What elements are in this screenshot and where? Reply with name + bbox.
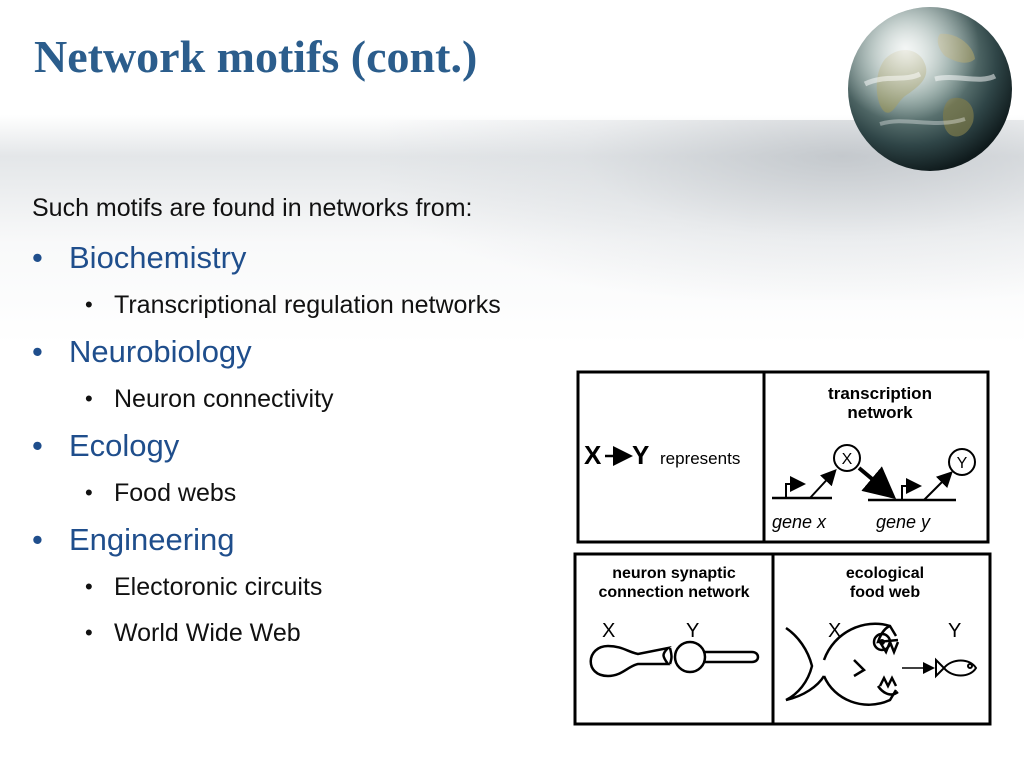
bullet-marker: • [85,574,93,599]
gene-y-product-arrow [923,471,953,501]
sub-bullet-transcriptional: • Transcriptional regulation networks [30,284,501,330]
bullet-label: Neurobiology [69,334,252,369]
ecology-panel [771,552,992,726]
sub-bullet-www: • World Wide Web [30,612,501,658]
bullet-marker: • [85,480,93,505]
bullet-list: • Biochemistry • Transcriptional regulatio… [30,236,501,658]
node-x-circle [833,444,861,472]
bullet-marker: • [32,334,43,369]
gene-x-product-arrow [809,469,837,499]
bullet-marker: • [32,522,43,557]
neuron-title-1: neuron synaptic [612,565,736,582]
bullet-neurobiology: • Neurobiology [30,330,501,378]
sub-bullet-food-webs: • Food webs [30,472,501,518]
sub-bullet-label: Electoronic circuits [114,573,323,601]
neuron-x-label: X [602,620,615,642]
neuron-y-label: Y [686,620,699,642]
bullet-marker: • [85,292,93,317]
bullet-ecology: • Ecology [30,424,501,472]
gene-x-promoter [785,476,806,498]
eco-title-1: ecological [846,565,924,582]
eco-y-label: Y [948,620,961,642]
bullet-marker: • [32,428,43,463]
bullet-label: Ecology [69,428,180,463]
node-y-label: Y [957,455,968,472]
small-fish-icon [935,657,978,679]
bullet-label: Engineering [69,522,235,557]
slide-title: Network motifs (cont.) [34,31,478,82]
neuron-y-body [673,640,707,674]
big-fish-icon [785,622,900,706]
neuron-title-2: connection network [598,584,749,601]
synapse [668,647,673,665]
bullet-biochemistry: • Biochemistry [30,236,501,284]
sub-bullet-label: Transcriptional regulation networks [114,291,501,319]
intro-text: Such motifs are found in networks from: [32,194,473,222]
neuron-x-shape [589,644,672,678]
regulation-arrow [857,466,897,500]
big-fish-eye [879,639,885,645]
sub-bullet-label: World Wide Web [114,619,301,647]
neuron-y-axon [705,650,760,664]
transcription-title-1: transcription [828,384,932,403]
transcription-title-2: network [847,403,913,422]
node-y-circle [948,448,976,476]
sub-bullet-neuron: • Neuron connectivity [30,378,501,424]
eco-x-label: X [828,620,841,642]
gene-x-label: gene x [772,512,827,532]
sub-bullet-label: Neuron connectivity [114,385,334,413]
bullet-engineering: • Engineering [30,518,501,566]
node-x-label: X [842,451,853,468]
bullet-label: Biochemistry [69,240,247,275]
legend-represents: represents [660,449,740,468]
gene-y-promoter [901,478,922,500]
bullet-marker: • [85,620,93,645]
bullet-marker: • [85,386,93,411]
transcription-panel [762,370,990,544]
motif-figure: X Y represents transcription network X Y… [572,360,992,726]
globe-icon [848,7,1012,171]
legend-x: X [584,440,602,470]
sub-bullet-label: Food webs [114,479,237,507]
sub-bullet-circuits: • Electoronic circuits [30,566,501,612]
bullet-marker: • [32,240,43,275]
legend-y: Y [632,440,649,470]
gene-y-label: gene y [876,512,931,532]
eco-title-2: food web [850,584,920,601]
